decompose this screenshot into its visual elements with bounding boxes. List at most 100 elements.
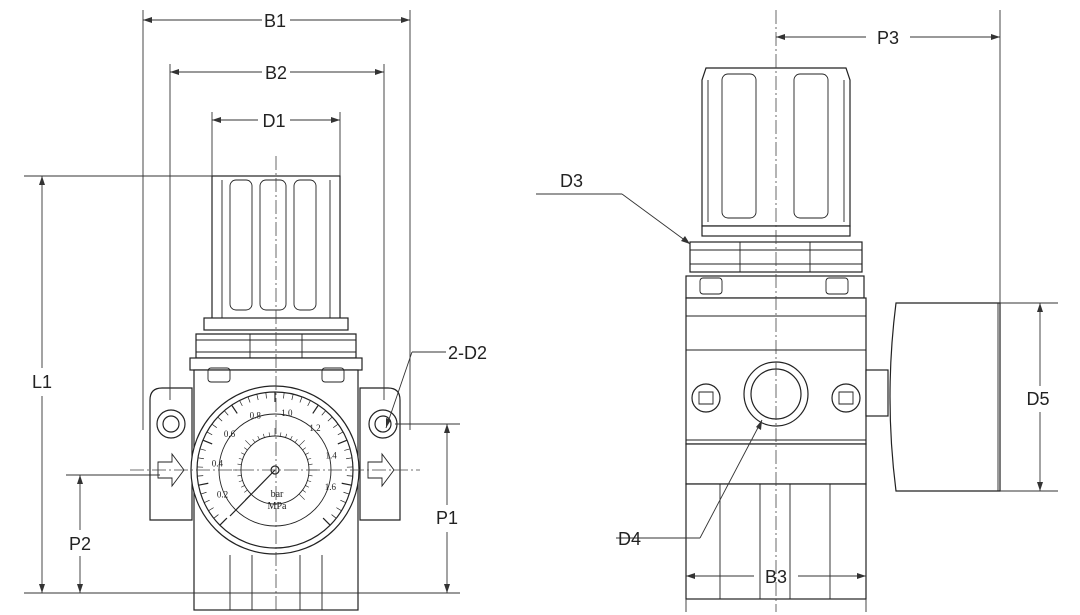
gauge-tick: [197, 457, 204, 460]
gauge-tick: [202, 439, 213, 445]
dim-d1: D1: [212, 111, 340, 131]
label-d2: 2-D2: [448, 343, 487, 363]
gauge-tick: [299, 396, 303, 403]
side-view: P3 D5 B3 D3 D4: [536, 10, 1058, 612]
gauge-inner-tick: [238, 457, 243, 460]
gauge-inner-tick: [238, 480, 243, 483]
gauge-tick: [327, 416, 333, 422]
gauge-tick: [321, 410, 326, 416]
dim-p3: P3: [776, 28, 1000, 48]
label-d3: D3: [560, 171, 583, 191]
label-b1: B1: [264, 11, 286, 31]
gauge-tick: [291, 394, 294, 401]
gauge-tick: [199, 448, 206, 451]
gauge-tick: [344, 448, 351, 451]
gauge-tick: [217, 416, 223, 422]
gauge-tick: [247, 396, 251, 403]
label-p1: P1: [436, 508, 458, 528]
gauge-tick: [198, 482, 209, 486]
gauge-inner-tick: [305, 485, 309, 488]
gauge-tick: [256, 394, 259, 401]
gauge-needle: [229, 469, 276, 517]
side-lock-nut: [685, 241, 865, 299]
gauge-scale-label: 0.4: [212, 458, 224, 468]
dim-b3: B3: [686, 567, 866, 587]
gauge-tick: [231, 404, 238, 414]
gauge-inner-tick: [280, 432, 282, 437]
front-view: 0.2 0.4 0.6 0.8 1.0 1.2 1.4 1.6 bar MPa B1: [24, 10, 487, 612]
gauge-scale-label: 0.6: [224, 429, 236, 439]
gauge-inner-tick: [252, 439, 256, 443]
gauge-inner-tick: [257, 436, 260, 440]
gauge-tick: [343, 491, 350, 495]
gauge-scale-label: 1.2: [309, 423, 320, 433]
gauge-inner-tick: [307, 480, 312, 483]
label-b3: B3: [765, 567, 787, 587]
gauge-inner-tick: [262, 433, 265, 438]
gauge-unit-bar: bar: [271, 489, 284, 500]
gauge-inner-tick: [268, 432, 270, 437]
gauge-tick: [283, 392, 285, 399]
dim-p2: P2: [69, 475, 91, 593]
gauge-inner-tick: [237, 475, 242, 477]
gauge-inner-tick: [285, 433, 288, 438]
gauge-scale-label: 0.2: [217, 490, 228, 500]
dim-b2: B2: [170, 63, 384, 83]
label-p2: P2: [69, 534, 91, 554]
gauge-tick: [336, 507, 342, 512]
gauge-tick: [200, 491, 207, 495]
gauge-scale-label: 1.0: [281, 408, 293, 418]
label-b2: B2: [265, 63, 287, 83]
gauge-scale-labels: 0.2 0.4 0.6 0.8 1.0 1.2 1.4 1.6: [212, 408, 337, 499]
gauge-tick: [307, 400, 311, 407]
label-p3: P3: [877, 28, 899, 48]
dim-d3: D3: [536, 171, 691, 245]
side-gauge: [865, 302, 1001, 492]
gauge-tick: [219, 517, 228, 526]
gauge-inner-tick: [241, 485, 245, 488]
gauge-tick: [341, 482, 352, 486]
gauge-tick: [331, 514, 337, 519]
gauge-inner-tick: [244, 489, 248, 493]
gauge-inner-tick: [241, 452, 245, 455]
gauge-tick: [265, 392, 267, 399]
gauge-inner-tick: [298, 440, 305, 447]
gauge-scale-label: 1.4: [325, 450, 337, 460]
gauge-tick: [340, 499, 346, 503]
dim-p1: P1: [436, 424, 458, 593]
dim-l1: L1: [32, 176, 52, 593]
label-d4: D4: [618, 529, 641, 549]
gauge-tick: [224, 410, 229, 416]
gauge-tick: [322, 517, 331, 526]
gauge-inner-tick: [302, 489, 306, 493]
gauge-tick: [206, 431, 213, 436]
gauge-inner-tick: [308, 475, 313, 477]
gauge-tick: [211, 423, 217, 428]
gauge-tick: [333, 423, 339, 428]
gauge-inner-tick: [290, 436, 293, 440]
gauge-inner-tick: [237, 463, 242, 465]
dim-d5: D5: [1026, 303, 1050, 491]
gauge-unit-mpa: MPa: [268, 501, 287, 512]
gauge-inner-tick: [294, 439, 298, 443]
gauge-inner-tick: [305, 452, 309, 455]
gauge-inner-tick: [298, 493, 305, 500]
label-l1: L1: [32, 372, 52, 392]
dim-b1: B1: [143, 11, 410, 31]
gauge-inner-tick: [244, 447, 248, 451]
dim-d2: 2-D2: [385, 343, 487, 429]
gauge-tick: [337, 439, 348, 445]
gauge-tick: [312, 404, 319, 414]
dim-d4: D4: [616, 419, 763, 549]
gauge-inner-tick: [307, 457, 312, 460]
gauge-tick: [337, 431, 344, 436]
gauge-scale-label: 0.8: [250, 410, 262, 420]
gauge-tick: [208, 507, 214, 512]
gauge-tick: [239, 400, 243, 407]
gauge-inner-tick: [245, 440, 252, 447]
gauge-tick: [213, 514, 219, 519]
gauge-scale-label: 1.6: [325, 482, 337, 492]
label-d5: D5: [1026, 389, 1049, 409]
gauge-inner-tick: [302, 447, 306, 451]
